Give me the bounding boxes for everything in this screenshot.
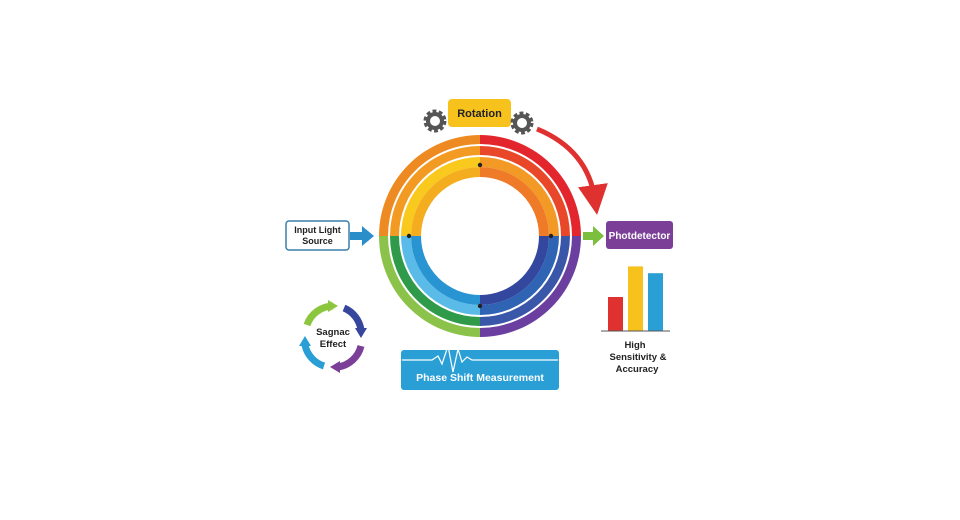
sensitivity-bar-chart-icon bbox=[608, 266, 663, 331]
sagnac-label-line2: Effect bbox=[320, 339, 347, 350]
junction-dot bbox=[477, 303, 483, 309]
phase-shift-label: Phase Shift Measurement bbox=[416, 372, 544, 384]
fiber-coil-rings bbox=[379, 135, 581, 337]
bar bbox=[628, 266, 643, 331]
junction-dot bbox=[477, 162, 483, 168]
photodetector-label: Photdetector bbox=[609, 231, 671, 242]
gear-icon bbox=[423, 109, 447, 133]
ring-segment-middle bbox=[480, 146, 570, 236]
ring-segment-inner-outer bbox=[480, 157, 559, 236]
bar bbox=[648, 273, 663, 331]
ring-segment-inner-inner bbox=[480, 167, 549, 236]
sagnac-cycle-icon bbox=[299, 300, 367, 373]
ring-segment-outer bbox=[480, 135, 581, 236]
ring-segment-outer bbox=[379, 135, 480, 236]
output-arrow-icon bbox=[583, 226, 604, 246]
rotation-arrow-icon bbox=[536, 126, 608, 215]
input-arrow-icon bbox=[350, 226, 374, 246]
ring-segment-inner-inner bbox=[411, 236, 480, 305]
ring-segment-inner-outer bbox=[480, 236, 559, 315]
rotation-label-box: Rotation bbox=[448, 99, 511, 127]
input-light-source-box: Input Light Source bbox=[285, 220, 350, 251]
ring-segment-middle bbox=[390, 146, 480, 236]
coil-junction-dots bbox=[406, 162, 554, 309]
ring-segment-inner-inner bbox=[480, 236, 549, 305]
sagnac-label-line1: Sagnac bbox=[316, 327, 350, 338]
ring-segment-outer bbox=[480, 236, 581, 337]
sensitivity-line1: High bbox=[624, 340, 645, 351]
ring-segment-outer bbox=[379, 236, 480, 337]
waveform-icon bbox=[402, 343, 558, 373]
input-label-line2: Source bbox=[302, 236, 333, 246]
junction-dot bbox=[406, 233, 412, 239]
input-label-line1: Input Light bbox=[294, 225, 340, 235]
photodetector-box: Photdetector bbox=[606, 221, 673, 249]
gear-icon bbox=[510, 111, 534, 135]
ring-segment-inner-outer bbox=[401, 157, 480, 236]
junction-dot bbox=[548, 233, 554, 239]
phase-shift-measurement-box: Phase Shift Measurement bbox=[401, 343, 559, 390]
ring-segment-middle bbox=[390, 236, 480, 326]
rotation-label: Rotation bbox=[457, 108, 502, 120]
sensitivity-line3: Accuracy bbox=[616, 364, 659, 375]
sensitivity-line2: Sensitivity & bbox=[609, 352, 666, 363]
ring-segment-inner-outer bbox=[401, 236, 480, 315]
bar bbox=[608, 297, 623, 331]
ring-segment-middle bbox=[480, 236, 570, 326]
ring-segment-inner-inner bbox=[411, 167, 480, 236]
